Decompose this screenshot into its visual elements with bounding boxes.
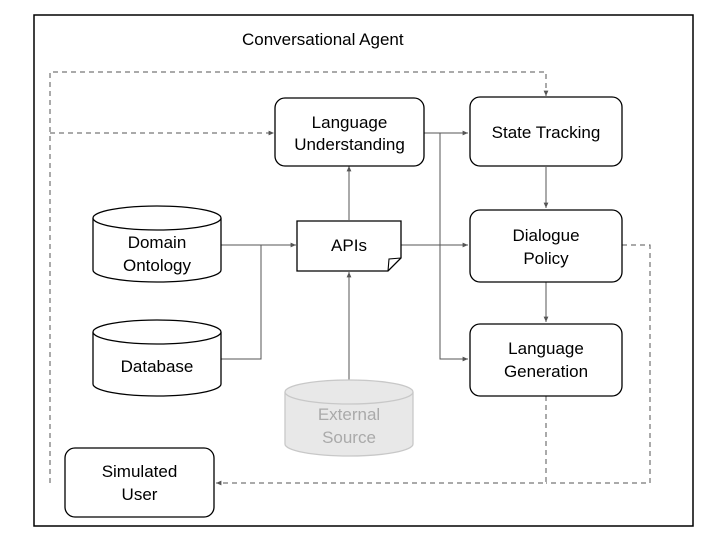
label-language-understanding-line2: Understanding (294, 135, 405, 154)
node-database: Database (92, 319, 222, 397)
label-external-source-line2: Source (322, 428, 376, 447)
node-simulated-user: Simulated User (64, 447, 215, 518)
node-language-generation: Language Generation (469, 323, 623, 397)
dashed-policy-to-user (546, 244, 651, 484)
dashed-generation-to-user (216, 396, 547, 486)
node-apis: APIs (296, 220, 402, 272)
label-state-tracking: State Tracking (492, 123, 601, 142)
label-dialogue-policy-line2: Policy (523, 249, 569, 268)
label-database: Database (121, 357, 194, 376)
diagram-title: Conversational Agent (242, 30, 404, 49)
label-apis: APIs (331, 236, 367, 255)
label-simulated-user-line2: User (122, 485, 158, 504)
connectors (221, 130, 549, 380)
label-dialogue-policy-line1: Dialogue (512, 226, 579, 245)
conversational-agent-frame (33, 14, 694, 527)
node-dialogue-policy: Dialogue Policy (469, 209, 623, 283)
label-domain-ontology-line2: Ontology (123, 256, 192, 275)
node-language-understanding: Language Understanding (274, 97, 425, 167)
dashed-connectors (49, 71, 651, 486)
label-language-understanding-line1: Language (312, 113, 388, 132)
node-external-source: External Source (284, 379, 414, 457)
label-external-source-line1: External (318, 405, 380, 424)
label-language-generation-line2: Generation (504, 362, 588, 381)
node-domain-ontology: Domain Ontology (92, 205, 222, 283)
label-domain-ontology-line1: Domain (128, 233, 187, 252)
arrow-lu-to-generation (439, 133, 468, 362)
label-language-generation-line1: Language (508, 339, 584, 358)
arrow-database-to-apis (221, 245, 262, 360)
dashed-user-to-state-tracking (49, 71, 549, 483)
label-simulated-user-line1: Simulated (102, 462, 178, 481)
node-state-tracking: State Tracking (469, 96, 623, 167)
